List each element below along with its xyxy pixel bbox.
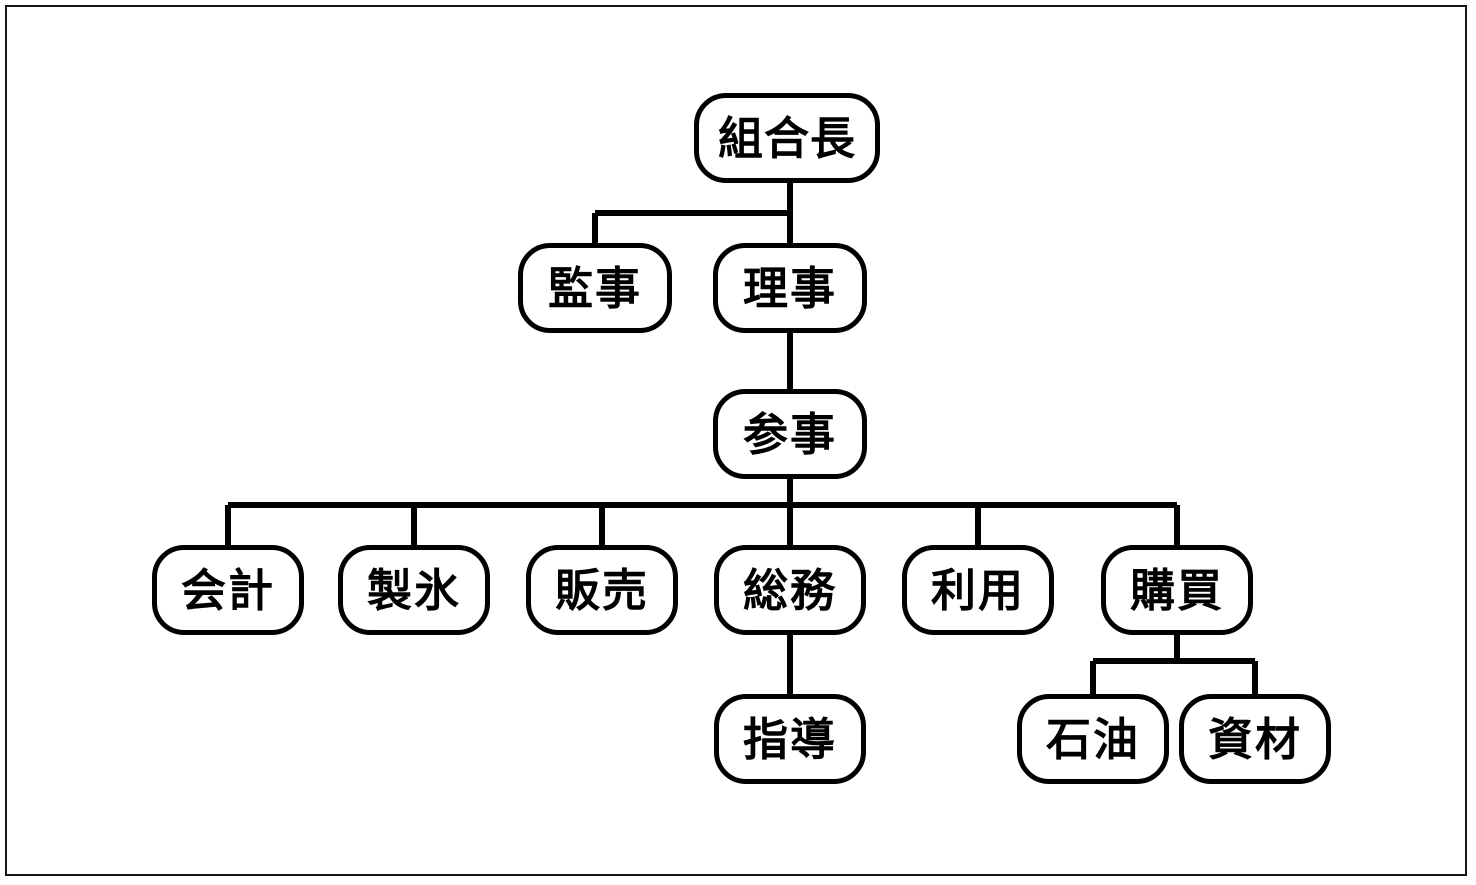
node-kaikei[interactable]: 会計	[152, 545, 304, 635]
node-hanbai[interactable]: 販売	[526, 545, 678, 635]
node-label: 販売	[554, 563, 649, 617]
node-riji[interactable]: 理事	[713, 243, 867, 333]
node-kobai[interactable]: 購買	[1101, 545, 1253, 635]
node-label: 理事	[742, 261, 837, 315]
node-somu[interactable]: 総務	[714, 545, 866, 635]
node-label: 総務	[742, 563, 837, 617]
node-seihyo[interactable]: 製氷	[338, 545, 490, 635]
node-sekiyu[interactable]: 石油	[1017, 694, 1169, 784]
node-label: 組合長	[717, 111, 856, 165]
node-label: 購買	[1129, 563, 1224, 617]
node-label: 石油	[1045, 712, 1140, 766]
node-kumiaicho[interactable]: 組合長	[694, 93, 880, 183]
node-label: 製氷	[366, 563, 461, 617]
node-kanji[interactable]: 監事	[518, 243, 672, 333]
node-sanji[interactable]: 参事	[713, 389, 867, 479]
node-label: 参事	[742, 407, 837, 461]
node-riyo[interactable]: 利用	[902, 545, 1054, 635]
node-label: 会計	[180, 563, 275, 617]
node-label: 監事	[547, 261, 642, 315]
node-label: 利用	[930, 563, 1025, 617]
node-shizai[interactable]: 資材	[1179, 694, 1331, 784]
node-label: 資材	[1207, 712, 1302, 766]
node-label: 指導	[742, 712, 837, 766]
node-shido[interactable]: 指導	[714, 694, 866, 784]
